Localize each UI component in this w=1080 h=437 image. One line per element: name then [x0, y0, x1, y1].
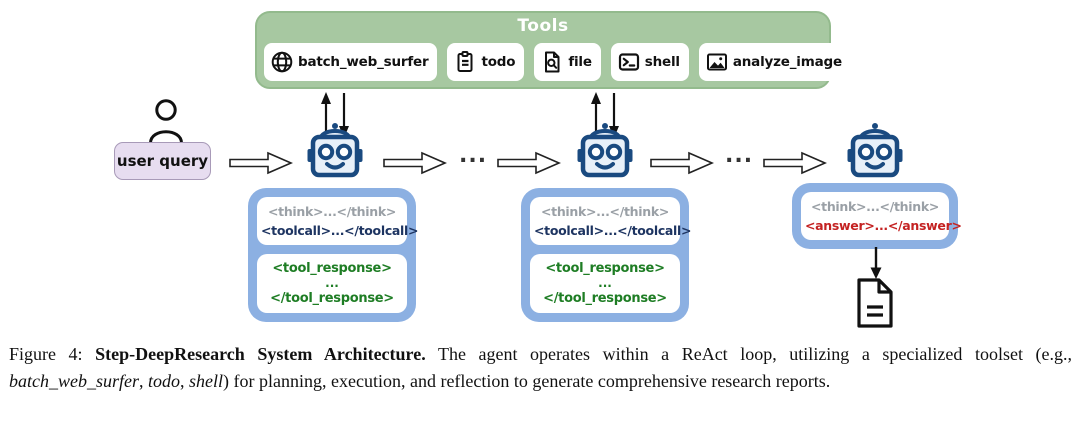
caption-sep-1: ,	[139, 370, 148, 391]
arrow-right-icon	[229, 150, 293, 176]
tool-chip-file: file	[534, 43, 601, 81]
robot-agent-icon	[304, 120, 366, 182]
think-toolcall-card: <think>...</think> <toolcall>...</toolca…	[530, 197, 692, 245]
tool-response-close-tag: </tool_response>	[543, 291, 667, 306]
tool-response-card: <tool_response> ... </tool_response>	[257, 254, 407, 313]
file-search-icon	[540, 50, 564, 74]
tool-chip-todo: todo	[447, 43, 525, 81]
caption-figure-label: Figure 4:	[9, 344, 96, 364]
tools-chip-row: batch_web_surfer todo	[264, 43, 851, 81]
terminal-icon	[617, 50, 641, 74]
tool-chip-label: batch_web_surfer	[298, 54, 429, 70]
tool-chip-analyze-image: analyze_image	[698, 43, 851, 81]
arrow-right-icon	[763, 150, 827, 176]
think-tag: <think>...</think>	[810, 199, 940, 214]
caption-body-1: The agent operates within a ReAct loop, …	[425, 344, 1072, 364]
clipboard-icon	[453, 50, 477, 74]
tool-chip-batch-web-surfer: batch_web_surfer	[264, 43, 438, 81]
arrow-right-icon	[650, 150, 714, 176]
arrow-right-icon	[383, 150, 447, 176]
caption-tool-2: todo	[148, 370, 181, 391]
user-query-box: user query	[114, 142, 211, 180]
tool-response-open-tag: <tool_response>	[545, 261, 665, 276]
agent-turn-box-2: <think>...</think> <toolcall>...</toolca…	[521, 188, 692, 322]
agent-turn-box-final: <think>...</think> <answer>...</answer>	[792, 183, 962, 249]
toolcall-tag: <toolcall>...</toolcall>	[261, 223, 419, 238]
tool-response-card: <tool_response> ... </tool_response>	[530, 254, 680, 313]
tool-chip-shell: shell	[610, 43, 689, 81]
agent-turn-box-1: <think>...</think> <toolcall>...</toolca…	[248, 188, 419, 322]
caption-tool-1: batch_web_surfer	[9, 370, 139, 391]
arrow-right-icon	[497, 150, 561, 176]
toolcall-tag: <toolcall>...</toolcall>	[534, 223, 692, 238]
tool-chip-label: analyze_image	[732, 54, 842, 70]
arrow-down-icon	[866, 246, 886, 280]
robot-agent-icon	[844, 120, 906, 182]
report-document-icon	[852, 277, 898, 329]
answer-tag: <answer>...</answer>	[805, 218, 962, 233]
tool-response-ellipsis: ...	[598, 276, 612, 290]
caption-body-2: ) for planning, execution, and reflectio…	[223, 370, 831, 391]
tool-chip-label: todo	[481, 54, 516, 70]
image-icon	[705, 50, 729, 74]
tool-chip-label: file	[568, 54, 592, 70]
think-tag: <think>...</think>	[267, 204, 397, 219]
figure-caption: Figure 4: Step-DeepResearch System Archi…	[9, 341, 1072, 394]
caption-title: Step-DeepResearch System Architecture.	[95, 344, 426, 364]
ellipsis-text: ...	[725, 143, 754, 168]
tools-panel: Tools batch_web_surfer	[255, 11, 851, 89]
think-answer-card: <think>...</think> <answer>...</answer>	[801, 192, 962, 240]
user-icon	[144, 97, 188, 145]
tool-response-ellipsis: ...	[325, 276, 339, 290]
tool-chip-label: shell	[644, 54, 680, 70]
globe-icon	[270, 50, 294, 74]
caption-tool-3: shell	[189, 370, 224, 391]
tool-response-close-tag: </tool_response>	[270, 291, 394, 306]
caption-sep-2: ,	[180, 370, 190, 391]
robot-agent-icon	[574, 120, 636, 182]
tools-panel-title: Tools	[517, 16, 569, 36]
tool-response-open-tag: <tool_response>	[272, 261, 392, 276]
think-tag: <think>...</think>	[540, 204, 670, 219]
ellipsis-text: ...	[459, 143, 488, 168]
think-toolcall-card: <think>...</think> <toolcall>...</toolca…	[257, 197, 419, 245]
